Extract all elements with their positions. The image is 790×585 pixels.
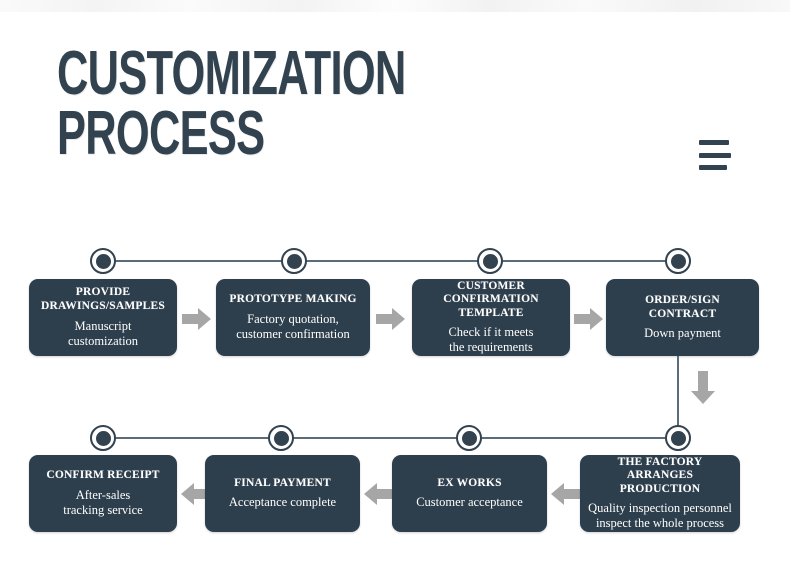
process-step-title-6: FINAL PAYMENT [234, 476, 331, 489]
process-step-desc-5: After-sales tracking service [63, 487, 143, 517]
process-step-title-8: THE FACTORY ARRANGES PRODUCTION [617, 455, 703, 495]
timeline-node-2[interactable] [281, 248, 307, 274]
process-step-title-1: PROVIDE DRAWINGS/SAMPLES [41, 286, 165, 312]
hamburger-bar-1 [699, 140, 729, 145]
timeline-node-4[interactable] [665, 248, 691, 274]
timeline-node-1[interactable] [90, 248, 116, 274]
process-step-desc-7: Customer acceptance [416, 495, 523, 510]
process-step-box-8[interactable]: THE FACTORY ARRANGES PRODUCTION Quality … [580, 455, 740, 532]
hamburger-bar-3 [699, 165, 727, 170]
process-step-box-3[interactable]: CUSTOMER CONFIRMATION TEMPLATE Check if … [412, 279, 570, 356]
timeline-track-row2 [103, 437, 679, 439]
process-step-desc-4: Down payment [644, 326, 721, 341]
top-decorative-band [0, 0, 790, 12]
process-step-box-2[interactable]: PROTOTYPE MAKING Factory quotation, cust… [216, 279, 370, 356]
process-step-box-5[interactable]: CONFIRM RECEIPT After-sales tracking ser… [29, 455, 177, 532]
page-title: CUSTOMIZATION PROCESS [57, 39, 406, 169]
process-step-box-6[interactable]: FINAL PAYMENT Acceptance complete [205, 455, 360, 532]
process-step-title-2: PROTOTYPE MAKING [229, 293, 357, 306]
arrow-left-icon-1 [180, 481, 210, 507]
page-header: CUSTOMIZATION PROCESS [0, 12, 790, 212]
process-step-desc-2: Factory quotation, customer confirmation [236, 311, 350, 341]
process-step-desc-1: Manuscript customization [67, 318, 139, 348]
process-step-title-3: CUSTOMER CONFIRMATION TEMPLATE [443, 279, 539, 319]
arrow-left-icon-3 [550, 481, 580, 507]
arrow-down-icon [690, 371, 716, 405]
arrow-right-icon-1 [182, 306, 212, 332]
hamburger-bar-2 [699, 152, 731, 158]
process-step-desc-6: Acceptance complete [228, 495, 337, 510]
hamburger-menu-icon[interactable] [699, 140, 731, 170]
arrow-left-icon-2 [363, 481, 393, 507]
timeline-node-8[interactable] [665, 425, 691, 451]
row-connector-line [677, 356, 679, 441]
timeline-node-3[interactable] [477, 248, 503, 274]
arrow-right-icon-2 [376, 306, 406, 332]
process-step-title-7: EX WORKS [437, 476, 502, 489]
process-step-desc-3: Check if it meets the requirements [448, 325, 534, 355]
process-step-box-7[interactable]: EX WORKS Customer acceptance [392, 455, 547, 532]
arrow-right-icon-3 [574, 306, 604, 332]
timeline-track-row1 [103, 260, 679, 262]
process-step-box-4[interactable]: ORDER/SIGN CONTRACT Down payment [606, 279, 759, 356]
process-step-title-4: ORDER/SIGN CONTRACT [645, 293, 720, 320]
process-step-desc-8: Quality inspection personnel inspect the… [588, 501, 732, 531]
process-step-box-1[interactable]: PROVIDE DRAWINGS/SAMPLES Manuscript cust… [29, 279, 177, 356]
timeline-node-6[interactable] [268, 425, 294, 451]
timeline-node-7[interactable] [456, 425, 482, 451]
process-step-title-5: CONFIRM RECEIPT [46, 469, 160, 482]
timeline-node-5[interactable] [90, 425, 116, 451]
